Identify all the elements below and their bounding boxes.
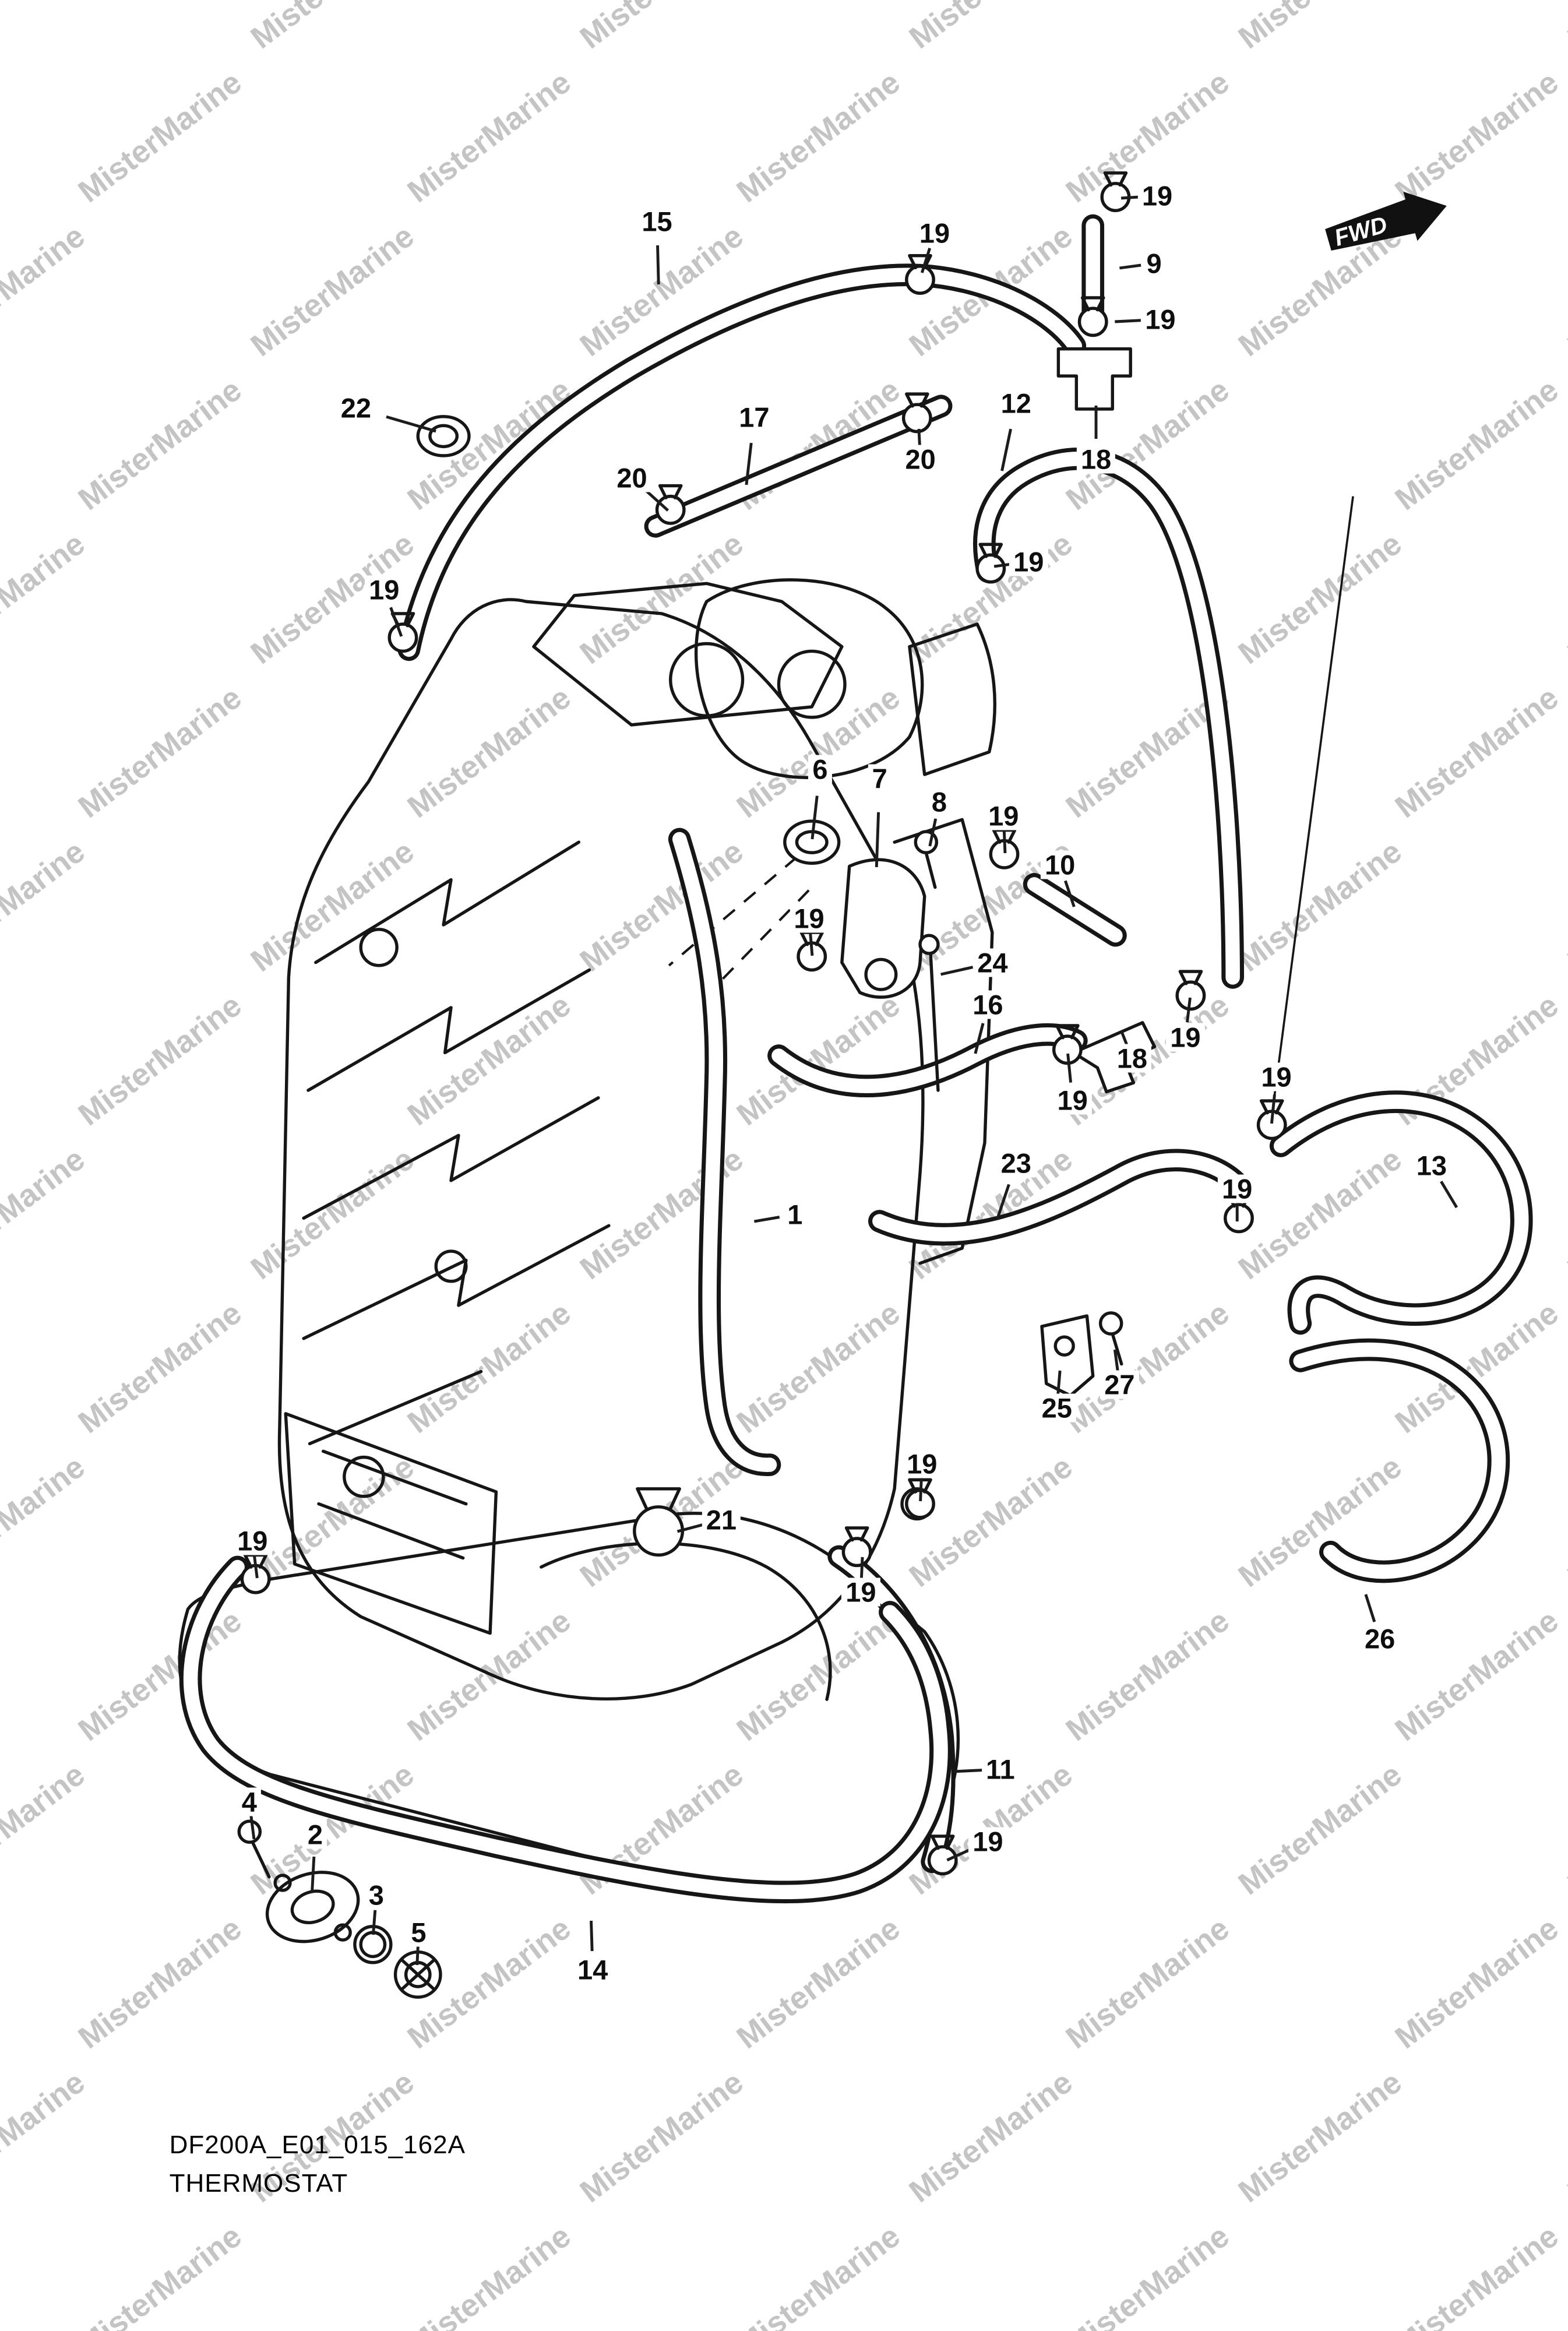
- fwd-arrow-icon: FWD: [1324, 191, 1447, 251]
- dipstick-24: [918, 934, 940, 1092]
- part-callout-11: 11: [982, 1755, 1019, 1784]
- part-callout-2: 2: [303, 1820, 327, 1849]
- part-callout-26: 26: [1360, 1624, 1400, 1653]
- part-callout-14: 14: [573, 1955, 612, 1984]
- part-callout-19: 19: [1166, 1023, 1205, 1052]
- part-callout-3: 3: [364, 1881, 388, 1910]
- seal-5: [393, 1950, 442, 1999]
- bolt-27: [1098, 1311, 1123, 1366]
- part-callout-19: 19: [1257, 1062, 1296, 1091]
- fwd-label: FWD: [1331, 210, 1390, 251]
- part-callout-17: 17: [735, 403, 774, 432]
- bracket-25: [1040, 1314, 1095, 1397]
- fwd-arrow-badge: FWD: [1316, 175, 1457, 272]
- part-callout-13: 13: [1412, 1151, 1451, 1180]
- part-callout-15: 15: [637, 207, 676, 236]
- part-callout-19: 19: [841, 1578, 880, 1607]
- part-callout-21: 21: [702, 1505, 741, 1534]
- part-callout-22: 22: [336, 393, 375, 422]
- cover-2: [265, 1871, 360, 1943]
- part-callout-19: 19: [233, 1526, 272, 1555]
- part-callout-20: 20: [901, 445, 940, 474]
- part-callout-19: 19: [365, 575, 404, 604]
- part-callout-10: 10: [1040, 850, 1080, 879]
- grommet-22: [416, 415, 471, 457]
- t-joint-18-top: [1056, 347, 1132, 411]
- drawing-code: DF200A_E01_015_162A: [169, 2131, 466, 2159]
- part-callout-19: 19: [968, 1827, 1007, 1856]
- thermostat-housing-7: [840, 858, 926, 999]
- part-callout-5: 5: [407, 1918, 431, 1947]
- part-callout-16: 16: [968, 990, 1007, 1019]
- part-callout-6: 6: [808, 755, 832, 784]
- part-callout-4: 4: [237, 1787, 261, 1816]
- part-callout-18: 18: [1076, 445, 1116, 474]
- clamp-21: [633, 1487, 685, 1557]
- engine-block: [178, 496, 1354, 1897]
- part-callout-19: 19: [984, 801, 1023, 830]
- part-callout-12: 12: [996, 389, 1035, 418]
- drawing-title: THERMOSTAT: [169, 2169, 348, 2198]
- drawing-footer: DF200A_E01_015_162A THERMOSTAT: [170, 2126, 466, 2203]
- part-callout-27: 27: [1100, 1370, 1139, 1399]
- part-callout-23: 23: [996, 1149, 1035, 1178]
- part-callout-8: 8: [927, 787, 951, 816]
- part-callout-7: 7: [868, 764, 892, 793]
- part-callout-19: 19: [1137, 181, 1177, 210]
- part-callout-20: 20: [612, 463, 651, 492]
- part-callout-19: 19: [1009, 547, 1048, 576]
- part-callout-19: 19: [790, 904, 829, 933]
- part-callout-1: 1: [783, 1200, 807, 1229]
- part-callout-19: 19: [1141, 305, 1180, 334]
- part-callout-19: 19: [915, 219, 954, 248]
- part-callout-19: 19: [1053, 1086, 1092, 1115]
- part-callout-19: 19: [903, 1449, 942, 1478]
- part-callout-19: 19: [1218, 1174, 1257, 1203]
- part-callout-24: 24: [973, 948, 1012, 977]
- part-callout-25: 25: [1037, 1393, 1076, 1422]
- part-callout-9: 9: [1142, 249, 1166, 278]
- part-callout-18: 18: [1112, 1044, 1152, 1073]
